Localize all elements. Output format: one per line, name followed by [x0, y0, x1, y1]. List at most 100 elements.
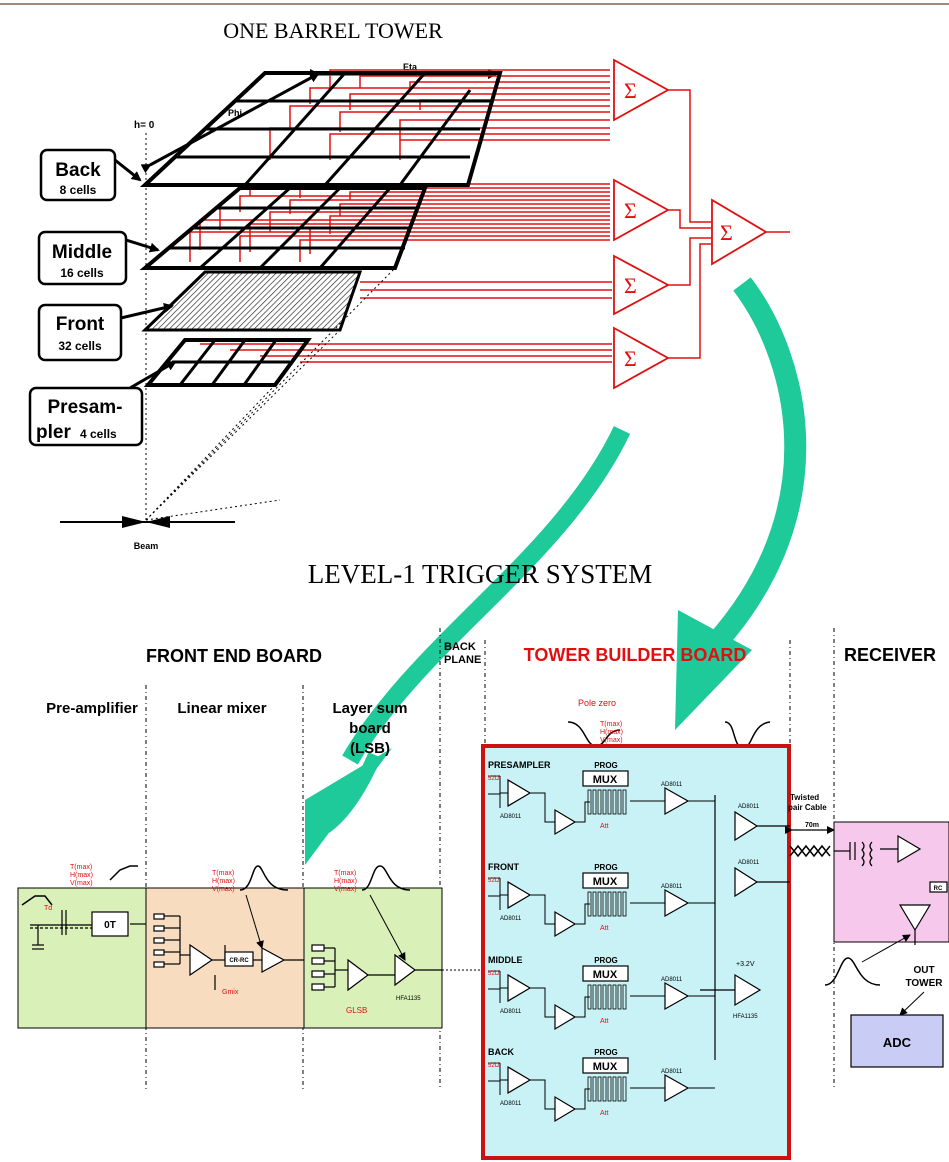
presampler-cells: 4 cells [80, 427, 117, 441]
sum-amp-back [613, 58, 670, 122]
tbb-mux-box [582, 872, 629, 889]
twisted-pair-1: Twisted [790, 793, 819, 802]
lsb-timing-1: T(max) [334, 870, 356, 877]
front-layer-strips [141, 270, 363, 332]
linear-mixer-label: Linear mixer [177, 700, 266, 717]
middle-label: Middle [52, 242, 112, 263]
mx-timing-2: H(max) [212, 878, 235, 885]
tbb-att-label: Att [600, 1110, 609, 1117]
back-layer-grid [139, 71, 503, 187]
tbb-mux-box [582, 770, 629, 787]
lsb-pointer [369, 894, 406, 961]
preamp-output-waveform [109, 865, 138, 881]
layer-label-presampler: Presam- pler 4 cells [28, 386, 144, 447]
mx-timing-3: V(max) [212, 886, 235, 893]
projective-lines [145, 267, 396, 521]
barrel-tower-title: ONE BARREL TOWER [223, 18, 443, 43]
mx-timing-1: T(max) [212, 870, 234, 877]
crrc-label: CR-RC [229, 958, 249, 964]
tbb-mux-box [582, 965, 629, 982]
presampler-layer-grid [143, 338, 312, 387]
lsb-label-2: board [349, 720, 391, 737]
tbb-section-label: BACK [488, 1047, 514, 1057]
tbb-att-label: Att [600, 823, 609, 830]
sum-symbol-front: Σ [624, 273, 637, 298]
tbb-ad-part: AD8011 [661, 1069, 683, 1075]
tbb-ad-part-in: AD8011 [500, 1101, 522, 1107]
middle-layer-grid [139, 186, 428, 270]
tbb-mux-label: MUX [593, 1061, 618, 1073]
tbb-mux-prog: PROG [594, 761, 618, 770]
front-label: Front [56, 314, 105, 335]
front-pointer [120, 302, 174, 320]
preamp-0t: 0T [104, 920, 116, 931]
sum-amp-middle [613, 178, 670, 242]
tbb-supply: +3.2V [736, 961, 755, 968]
middle-pointer [125, 238, 160, 253]
tbb-att-label: Att [600, 1018, 609, 1025]
tbb-mux-box [582, 1057, 629, 1074]
adc-box [850, 1014, 944, 1068]
tbb-section-label: PRESAMPLER [488, 760, 551, 770]
sum-symbol-middle: Σ [624, 198, 637, 223]
tbb-section-label: MIDDLE [488, 955, 523, 965]
front-cells: 32 cells [58, 339, 102, 353]
sum-interconnect [668, 89, 790, 359]
tbb-mux-label: MUX [593, 969, 618, 981]
layer-label-back: Back 8 cells [39, 148, 117, 202]
preamp-td: Td [44, 905, 52, 912]
tbb-mux-label: MUX [593, 774, 618, 786]
phi-label: Phi [228, 108, 242, 118]
receiver-label: RECEIVER [844, 645, 936, 665]
tbb-ad-part-in: AD8011 [500, 814, 522, 820]
tbb-ad-part: AD8011 [661, 782, 683, 788]
tbb-mux-prog: PROG [594, 863, 618, 872]
mixer-pointer [245, 894, 264, 949]
back-plane-label-1: BACK [444, 641, 476, 653]
presampler-label-2: pler [36, 422, 71, 443]
pre-amplifier-label: Pre-amplifier [46, 700, 138, 717]
lsb-label-1: Layer sum [332, 700, 407, 717]
front-end-board-label: FRONT END BOARD [146, 646, 322, 666]
back-pointer [114, 158, 142, 182]
mixer-circuit [153, 913, 304, 990]
eta-zero-label: h= 0 [134, 120, 155, 131]
tbb-ad-part: AD8011 [661, 977, 683, 983]
presampler-label-1: Presam- [48, 397, 123, 418]
pa-timing-2: H(max) [70, 872, 93, 879]
adc-label: ADC [883, 1035, 912, 1050]
sum-symbol-back: Σ [624, 78, 637, 103]
tbb-mux-prog: PROG [594, 1048, 618, 1057]
receiver-circuit [834, 834, 948, 945]
out-tower-1: OUT [913, 965, 934, 976]
lsb-timing-3: V(max) [334, 886, 357, 893]
out-tower-2: TOWER [905, 978, 943, 989]
layer-label-middle: Middle 16 cells [37, 230, 128, 286]
mixer-output-waveform [239, 865, 289, 891]
receiver-waveform [824, 957, 881, 986]
sum-symbol-total: Σ [720, 220, 733, 245]
layer-label-front: Front 32 cells [37, 303, 123, 362]
lsb-hfa: HFA1135 [396, 996, 421, 1002]
tbb-section-label: FRONT [488, 862, 519, 872]
tbb-mux-label: MUX [593, 876, 618, 888]
beam-marker: Beam [60, 516, 235, 551]
eta-label: Eta [403, 62, 418, 72]
lsb-output-waveform [361, 865, 411, 891]
lsb-label-3: (LSB) [350, 740, 390, 757]
cable-length: 70m [805, 822, 819, 829]
pz-timing-3: V(max) [600, 737, 623, 744]
tbb-res: 52Ω [488, 1063, 500, 1069]
adc-pointer [899, 991, 925, 1016]
green-arrows [305, 277, 807, 865]
sum-amp-presampler [613, 326, 670, 390]
receiver-pointer [861, 934, 911, 963]
pole-zero-label: Pole zero [578, 698, 616, 708]
sum-amp-front [613, 254, 670, 316]
sum-amp-total [711, 198, 768, 266]
tbb-output-stage [700, 795, 790, 1060]
receiver-rc: RC [934, 886, 943, 892]
trigger-system-title: LEVEL-1 TRIGGER SYSTEM [308, 559, 653, 589]
